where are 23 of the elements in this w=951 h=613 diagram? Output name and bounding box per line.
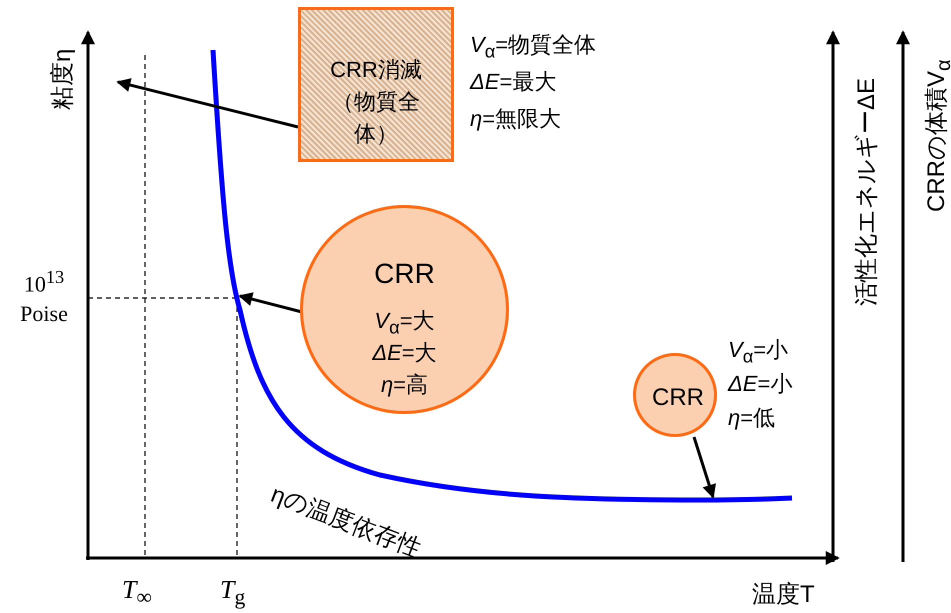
node-label: CRR xyxy=(373,258,436,290)
node-label: CRR消滅（物質全体） xyxy=(329,56,423,148)
axis-label: 活性化エネルギーΔE xyxy=(852,78,881,306)
property-text: η=高 xyxy=(380,371,430,399)
tick-label: 10$^{13}$ Poise xyxy=(19,266,69,328)
property-text: ΔE=最大 xyxy=(470,68,556,96)
hatched-box xyxy=(298,7,454,162)
property-text: V$_{α}$=大 xyxy=(373,307,436,338)
axis-label: 温度T xyxy=(752,580,815,610)
arrow xyxy=(116,78,298,128)
arrow xyxy=(692,436,716,499)
property-text: η=無限大 xyxy=(470,105,562,133)
node-label: CRR xyxy=(651,384,705,412)
tick-label: T$_{g}$ xyxy=(220,575,246,610)
tick-label: T$_{∞}$ xyxy=(122,575,152,610)
axis-label: 粘度η xyxy=(48,48,77,110)
arrow xyxy=(238,292,302,314)
property-text: V$_{α}$=小 xyxy=(728,336,788,368)
property-text: ΔE=大 xyxy=(371,339,438,367)
property-text: η=低 xyxy=(728,404,776,432)
property-text: ΔE=小 xyxy=(728,370,792,398)
property-text: V$_{α}$=物質全体 xyxy=(470,31,596,62)
curve-label: ηの温度依存性 xyxy=(266,480,426,565)
